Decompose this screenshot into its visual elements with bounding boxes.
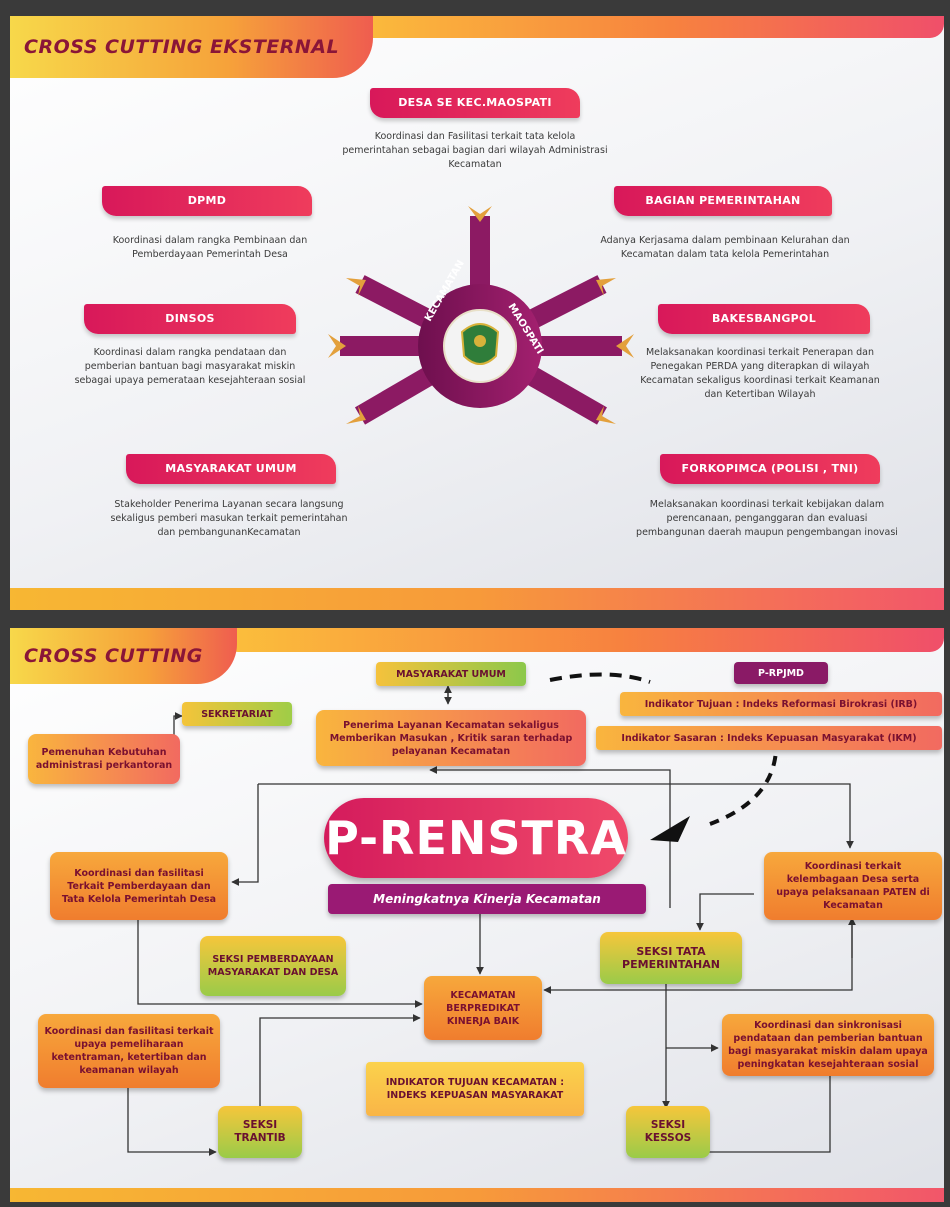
line-top-frame: [258, 783, 854, 849]
chevron-ne-icon: [596, 278, 616, 296]
indikator-tujuan-box: Indikator Tujuan : Indeks Reformasi Biro…: [620, 692, 942, 716]
node-forkopimca-title: FORKOPIMCA (POLISI , TNI): [660, 454, 880, 484]
line-koord-trantib-to-seksi: [127, 1082, 217, 1156]
line-to-koord-pemberdayaan: [231, 784, 259, 886]
line-trantib-to-kecamatan: [259, 1014, 421, 1108]
renstra-subtitle: Meningkatnya Kinerja Kecamatan: [328, 884, 646, 914]
masyarakat-umum-box: MASYARAKAT UMUM: [376, 662, 526, 686]
seksi-trantib-box: SEKSI TRANTIB: [218, 1106, 302, 1158]
node-dinsos-desc: Koordinasi dalam rangka pendataan dan pe…: [74, 347, 306, 386]
header-accent-bar: [340, 16, 944, 38]
node-masyarakat-umum-desc: Stakeholder Penerima Layanan secara lang…: [110, 499, 348, 538]
penerima-layanan-box: Penerima Layanan Kecamatan sekaligus Mem…: [316, 710, 586, 766]
node-forkopimca-desc: Melaksanakan koordinasi terkait kebijaka…: [636, 499, 898, 538]
p-renstra-title: P-RENSTRA: [324, 798, 628, 878]
node-desa-title: DESA SE KEC.MAOSPATI: [370, 88, 580, 118]
seksi-tata-box: SEKSI TATA PEMERINTAHAN: [600, 932, 742, 984]
koord-kessos-box: Koordinasi dan sinkronisasi pendataan da…: [722, 1014, 934, 1076]
footer-accent-bar-2: [10, 1188, 944, 1202]
chevron-se-icon: [596, 406, 616, 424]
indikator-sasaran-box: Indikator Sasaran : Indeks Kepuasan Masy…: [596, 726, 942, 750]
chevron-e-icon: [616, 334, 634, 358]
kecamatan-berpredikat-box: KECAMATAN BERPREDIKAT KINERJA BAIK: [424, 976, 542, 1040]
line-koord-kessos-to-seksi: [699, 1076, 831, 1156]
p-rpjmd-label: P-RPJMD: [734, 662, 828, 684]
indikator-kecamatan-box: INDIKATOR TUJUAN KECAMATAN : INDEKS KEPU…: [366, 1062, 584, 1116]
header-accent-bar-2: [224, 628, 944, 652]
line-pemenuhan-to-sekretariat: [173, 712, 183, 736]
seksi-kessos-box: SEKSI KESSOS: [626, 1106, 710, 1158]
connector-lines: [127, 672, 856, 1156]
node-dpmd-title: DPMD: [102, 186, 312, 216]
line-kelembagaan-to-seksi-tata: [696, 893, 754, 931]
sekretariat-box: SEKRETARIAT: [182, 702, 292, 726]
node-dpmd-desc: Koordinasi dalam rangka Pembinaan dan Pe…: [112, 235, 308, 260]
chevron-sw-icon: [346, 406, 366, 424]
cross-cutting-panel: CROSS CUTTING: [10, 628, 944, 1202]
chevron-w-icon: [328, 334, 346, 358]
pemenuhan-box: Pemenuhan Kebutuhan administrasi perkant…: [28, 734, 180, 784]
line-to-penerima: [429, 766, 671, 908]
chevron-north-icon: [468, 206, 492, 222]
node-desa-desc: Koordinasi dan Fasilitasi terkait tata k…: [342, 131, 608, 170]
node-dinsos-title: DINSOS: [84, 304, 296, 334]
line-pemberdayaan-to-kecamatan: [137, 918, 423, 1008]
dashed-arrow-head-icon: [650, 816, 690, 842]
node-bakesbangpol-title: BAKESBANGPOL: [658, 304, 870, 334]
dashed-arrow-to-prenstra: [709, 737, 779, 826]
panel-title: CROSS CUTTING EKSTERNAL: [10, 16, 374, 78]
node-bagian-pemerintahan-desc: Adanya Kerjasama dalam pembinaan Kelurah…: [600, 235, 850, 260]
node-masyarakat-umum-title: MASYARAKAT UMUM: [126, 454, 336, 484]
cross-cutting-eksternal-panel: CROSS CUTTING EKSTERNAL: [10, 16, 944, 610]
dashed-arrow-to-rpjmd: [549, 672, 651, 684]
kecamatan-emblem-diagram: KECAMATAN MAOSPATI: [328, 206, 634, 425]
crest-star-icon: [474, 335, 486, 347]
node-bagian-pemerintahan-title: BAGIAN PEMERINTAHAN: [614, 186, 832, 216]
koord-pemberdayaan-box: Koordinasi dan fasilitasi Terkait Pember…: [50, 852, 228, 920]
node-bakesbangpol-desc: Melaksanakan koordinasi terkait Penerapa…: [640, 347, 880, 400]
chevron-nw-icon: [346, 278, 366, 296]
panel-title-2: CROSS CUTTING: [10, 628, 237, 684]
koord-kelembagaan-box: Koordinasi terkait kelembagaan Desa sert…: [764, 852, 942, 920]
koord-trantib-box: Koordinasi dan fasilitasi terkait upaya …: [38, 1014, 220, 1088]
footer-accent-bar: [10, 588, 944, 610]
seksi-pemberdayaan-box: SEKSI PEMBERDAYAAN MASYARAKAT DAN DESA: [200, 936, 346, 996]
